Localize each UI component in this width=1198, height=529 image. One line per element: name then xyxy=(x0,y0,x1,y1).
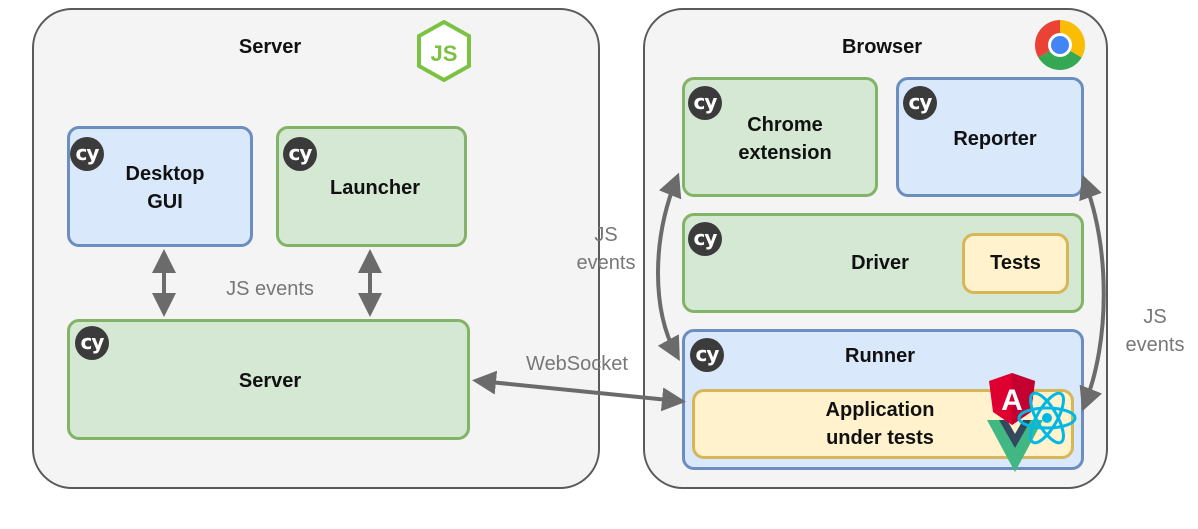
driver-label: Driver xyxy=(851,252,909,274)
server-box xyxy=(67,319,470,440)
tests-label: Tests xyxy=(990,252,1041,274)
runner-label: Runner xyxy=(845,345,915,367)
react-icon xyxy=(1017,391,1077,445)
desktop-gui-label: Desktop GUI xyxy=(125,163,205,213)
chrome-icon xyxy=(1035,20,1085,70)
cypress-icon: cy xyxy=(688,222,722,256)
cypress-icon: cy xyxy=(70,137,104,171)
cypress-icon: cy xyxy=(75,326,109,360)
browser-js-events-left-label: JS events xyxy=(576,224,636,274)
browser-js-events-right-label: JS events xyxy=(1125,306,1185,356)
tests-box xyxy=(962,233,1069,294)
cypress-icon: cy xyxy=(690,338,724,372)
server-box-label: Server xyxy=(238,370,302,392)
cypress-icon: cy xyxy=(903,86,937,120)
nodejs-icon: JS xyxy=(417,20,471,82)
server-js-events-label: JS events xyxy=(226,278,314,300)
nodejs-logo-text: JS xyxy=(431,41,458,66)
angular-logo-text: A xyxy=(1001,384,1023,417)
launcher-label: Launcher xyxy=(329,177,421,199)
chrome-extension-label: Chrome extension xyxy=(738,114,832,164)
websocket-label: WebSocket xyxy=(526,353,628,375)
chrome-extension-runner-arrow xyxy=(656,172,682,362)
cypress-icon: cy xyxy=(688,86,722,120)
vue-icon xyxy=(987,420,1043,472)
application-label: Application under tests xyxy=(825,399,935,449)
reporter-label: Reporter xyxy=(953,128,1037,150)
reporter-runner-arrow xyxy=(1079,174,1106,412)
cypress-icon: cy xyxy=(283,137,317,171)
browser-container-title: Browser xyxy=(841,36,923,58)
websocket-arrow xyxy=(472,370,686,412)
server-container-title: Server xyxy=(238,36,302,58)
